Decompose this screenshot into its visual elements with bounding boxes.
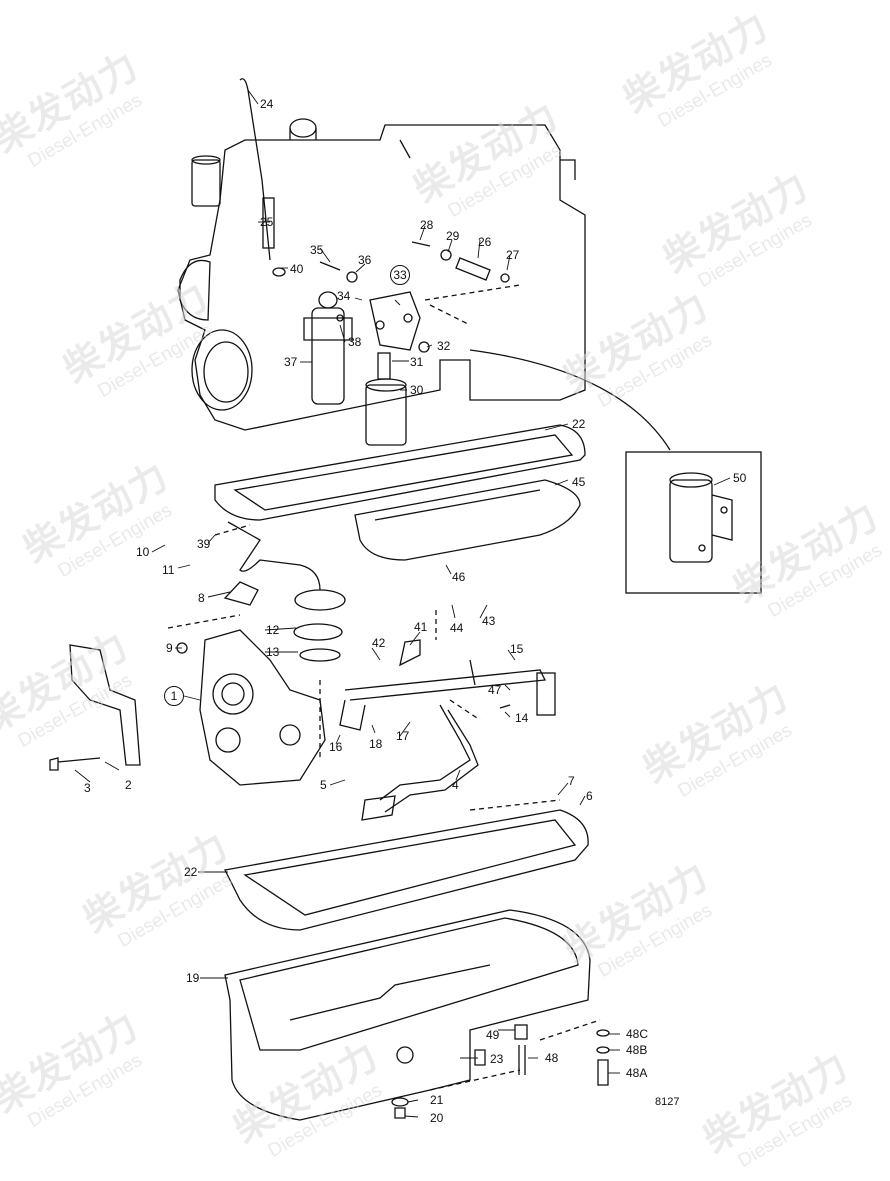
callout-19: 19 [186, 971, 200, 985]
callout-25: 25 [260, 215, 274, 229]
callout-26: 26 [478, 235, 492, 249]
callout-43: 43 [482, 614, 496, 628]
callout-49: 49 [486, 1028, 500, 1042]
figure-number: 8127 [655, 1096, 680, 1108]
sump-boss [396, 1046, 414, 1064]
callout-32: 32 [437, 339, 451, 353]
detail-box [625, 451, 762, 594]
callout-1: 1 [164, 686, 184, 706]
callout-41: 41 [414, 620, 428, 634]
callout-5: 5 [320, 778, 327, 792]
callout-28: 28 [420, 218, 434, 232]
callout-29: 29 [446, 229, 460, 243]
callout-48c: 48C [626, 1027, 649, 1041]
callout-30: 30 [410, 383, 424, 397]
callout-46: 46 [452, 570, 466, 584]
callout-2: 2 [125, 778, 132, 792]
callout-3: 3 [84, 781, 91, 795]
callout-35: 35 [310, 243, 324, 257]
callout-15: 15 [510, 642, 524, 656]
callout-21: 21 [430, 1093, 444, 1107]
callout-23: 23 [490, 1052, 504, 1066]
callout-7: 7 [568, 774, 575, 788]
callout-36: 36 [358, 253, 372, 267]
bolt-3 [49, 757, 101, 771]
callout-14: 14 [515, 711, 529, 725]
callout-42: 42 [372, 636, 386, 650]
callout-16: 16 [329, 740, 343, 754]
suction-pipe [223, 521, 346, 662]
upper-gasket [214, 424, 586, 521]
callout-31: 31 [410, 355, 424, 369]
callout-48b: 48B [626, 1043, 648, 1057]
callout-8: 8 [198, 591, 205, 605]
callout-4: 4 [452, 778, 459, 792]
sump-rib [289, 964, 491, 1021]
callout-38: 38 [348, 335, 362, 349]
callout-20: 20 [430, 1111, 444, 1125]
oil-pump [176, 629, 326, 786]
callout-40: 40 [290, 262, 304, 276]
bypass-valve-parts [411, 241, 521, 326]
lower-gasket [224, 809, 589, 931]
callout-45: 45 [572, 475, 586, 489]
callout-10: 10 [136, 545, 150, 559]
callout-17: 17 [396, 729, 410, 743]
callout-48: 48 [545, 1051, 559, 1065]
callout-44: 44 [450, 621, 464, 635]
callout-39: 39 [197, 537, 211, 551]
oil-pipes [339, 639, 556, 821]
callout-18: 18 [369, 737, 383, 751]
callout-27: 27 [506, 248, 520, 262]
detail-leader [469, 349, 671, 451]
oil-sump [224, 909, 591, 1121]
callout-13: 13 [266, 645, 280, 659]
engine-block [177, 118, 586, 431]
callout-34: 34 [337, 289, 351, 303]
callout-9: 9 [166, 641, 173, 655]
callout-47: 47 [488, 683, 502, 697]
assembly-lines [167, 524, 601, 1091]
callout-37: 37 [284, 355, 298, 369]
callout-48a: 48A [626, 1066, 648, 1080]
callout-6: 6 [586, 789, 593, 803]
callout-33: 33 [390, 265, 410, 285]
oil-baffle [354, 479, 581, 561]
callout-24: 24 [260, 97, 274, 111]
drain-washer [391, 1097, 409, 1107]
pump-bracket [69, 644, 141, 766]
callout-22-lower: 22 [184, 865, 198, 879]
oil-filter-assembly [303, 261, 430, 446]
callout-50: 50 [733, 471, 747, 485]
drain-plug [394, 1107, 406, 1119]
pressure-switch-detail [669, 472, 733, 563]
callout-22-upper: 22 [572, 417, 586, 431]
callout-11: 11 [162, 563, 175, 577]
callout-leaders [74, 89, 731, 1118]
callout-12: 12 [266, 623, 280, 637]
